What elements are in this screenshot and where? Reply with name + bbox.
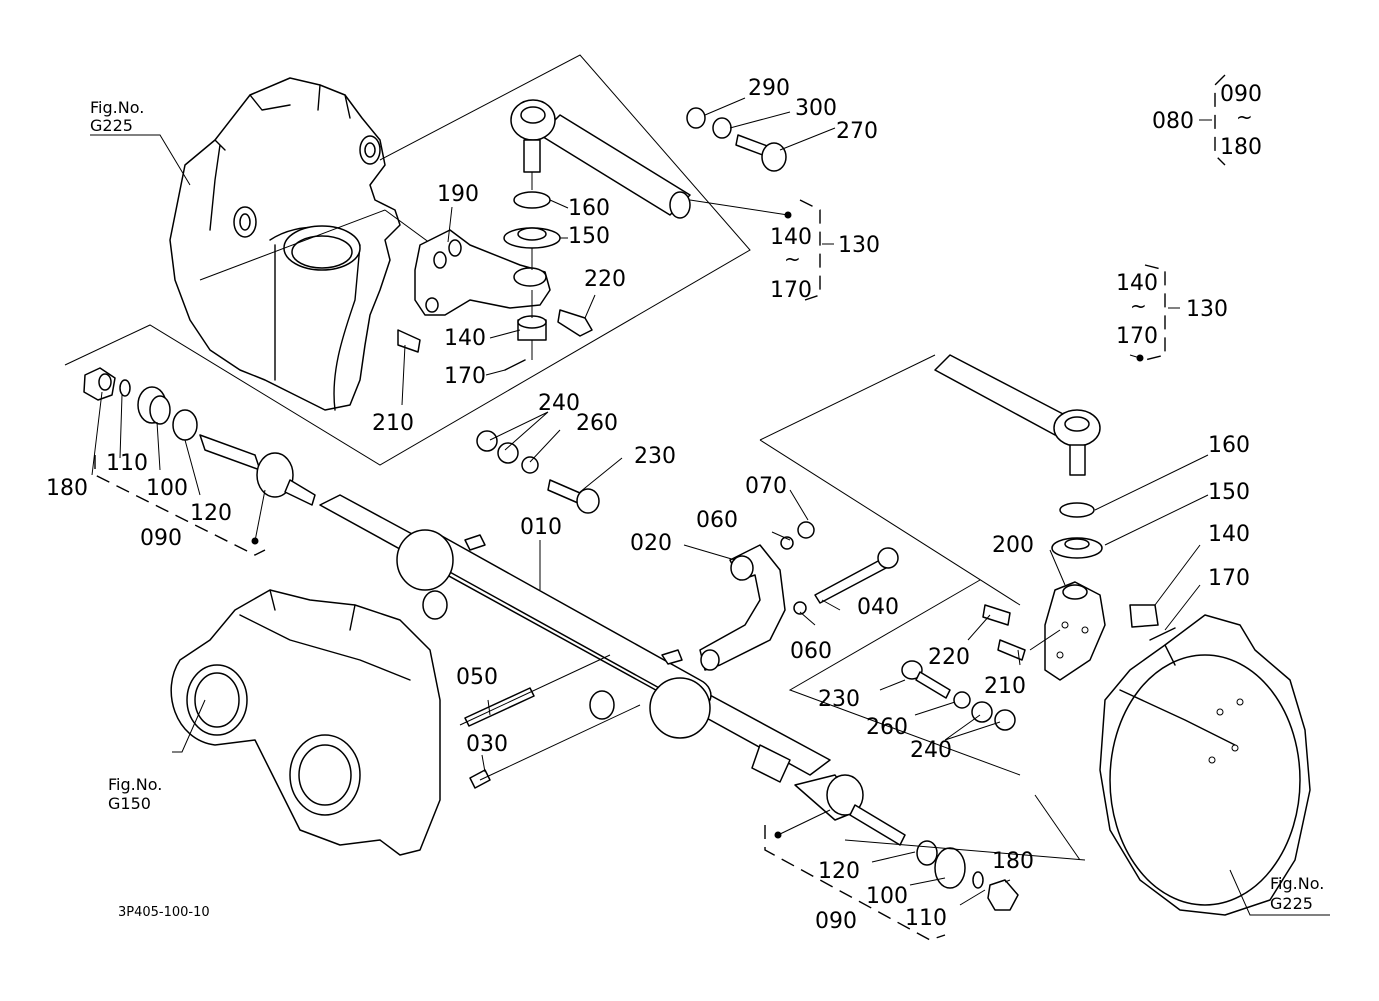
figure-ref-bottom-right: Fig.No. G225 (1270, 874, 1324, 913)
part-labels: 290 300 270 190 160 150 220 140 170 210 … (46, 76, 1250, 934)
fig-ref-label: Fig.No. (108, 775, 162, 794)
part-label-110: 110 (106, 451, 148, 476)
fig-ref-label: Fig.No. (90, 98, 144, 117)
part-label-270: 270 (836, 119, 878, 144)
part-label-180: 180 (46, 476, 88, 501)
part-label-200: 200 (992, 533, 1034, 558)
part-label-050: 050 (456, 665, 498, 690)
part-label-100: 100 (146, 476, 188, 501)
upper-washer-set (476, 430, 600, 514)
range-sep: ~ (1236, 105, 1253, 129)
part-label-230: 230 (818, 687, 860, 712)
part-label-090: 090 (815, 909, 857, 934)
group-label: 130 (1186, 297, 1228, 322)
part-label-110: 110 (905, 906, 947, 931)
part-label-120: 120 (818, 859, 860, 884)
part-label-260: 260 (866, 715, 908, 740)
figure-ref-top-left: Fig.No. G225 (90, 98, 144, 135)
fig-ref-label: Fig.No. (1270, 874, 1324, 893)
part-label-190: 190 (437, 182, 479, 207)
assembly-group-080: 080 090 ~ 180 (1152, 82, 1262, 160)
part-label-300: 300 (795, 96, 837, 121)
range-end: 180 (1220, 135, 1262, 160)
upper-left-housing (169, 77, 401, 411)
part-label-290: 290 (748, 76, 790, 101)
range-start: 140 (1116, 271, 1158, 296)
part-label-090: 090 (140, 526, 182, 551)
upper-small-parts (397, 191, 593, 371)
right-assembly-outline (759, 354, 1086, 861)
range-sep: ~ (784, 247, 801, 271)
range-sep: ~ (1130, 294, 1147, 318)
part-label-240: 240 (538, 391, 580, 416)
left-tie-rod-end (83, 367, 316, 545)
part-label-040: 040 (857, 595, 899, 620)
part-label-220: 220 (928, 645, 970, 670)
lower-left-housing (170, 589, 441, 856)
assembly-group-130-upper: 140 ~ 170 130 (770, 225, 880, 303)
fig-ref-number: G150 (108, 794, 151, 813)
leader-lines (90, 97, 1330, 916)
group-label: 130 (838, 233, 880, 258)
figure-ref-bottom-left: Fig.No. G150 (108, 775, 162, 813)
stud-050-pin-030 (459, 654, 641, 789)
range-start: 140 (770, 225, 812, 250)
upper-tie-rod (510, 99, 691, 219)
part-label-060: 060 (696, 508, 738, 533)
part-label-260: 260 (576, 411, 618, 436)
diagram-code: 3P405-100-10 (118, 905, 210, 920)
lower-right-housing (1099, 614, 1311, 916)
part-label-150: 150 (1208, 480, 1250, 505)
range-end: 170 (1116, 324, 1158, 349)
part-label-170: 170 (444, 364, 486, 389)
part-label-150: 150 (568, 224, 610, 249)
part-label-180: 180 (992, 849, 1034, 874)
cylinder-010 (319, 494, 831, 783)
group-label: 080 (1152, 109, 1194, 134)
part-label-230: 230 (634, 444, 676, 469)
part-label-120: 120 (190, 501, 232, 526)
bolt-040-set (780, 521, 899, 615)
part-label-060: 060 (790, 639, 832, 664)
part-label-100: 100 (866, 884, 908, 909)
range-end: 170 (770, 278, 812, 303)
part-label-140: 140 (444, 326, 486, 351)
part-label-220: 220 (584, 267, 626, 292)
bracket-020 (699, 544, 786, 671)
part-label-140: 140 (1208, 522, 1250, 547)
part-label-170: 170 (1208, 566, 1250, 591)
right-knuckle-arm-200 (1044, 581, 1106, 681)
part-label-210: 210 (372, 411, 414, 436)
fig-ref-number: G225 (1270, 894, 1313, 913)
part-label-160: 160 (1208, 433, 1250, 458)
assembly-group-130-right: 140 ~ 170 130 (1116, 271, 1228, 349)
fig-ref-number: G225 (90, 116, 133, 135)
group-brackets (94, 74, 1226, 941)
right-tie-rod (934, 354, 1176, 641)
part-label-030: 030 (466, 732, 508, 757)
steering-arm-190 (414, 229, 551, 316)
part-label-160: 160 (568, 196, 610, 221)
part-label-010: 010 (520, 515, 562, 540)
part-label-210: 210 (984, 674, 1026, 699)
range-start: 090 (1220, 82, 1262, 107)
part-label-020: 020 (630, 531, 672, 556)
part-label-240: 240 (910, 738, 952, 763)
part-label-070: 070 (745, 474, 787, 499)
